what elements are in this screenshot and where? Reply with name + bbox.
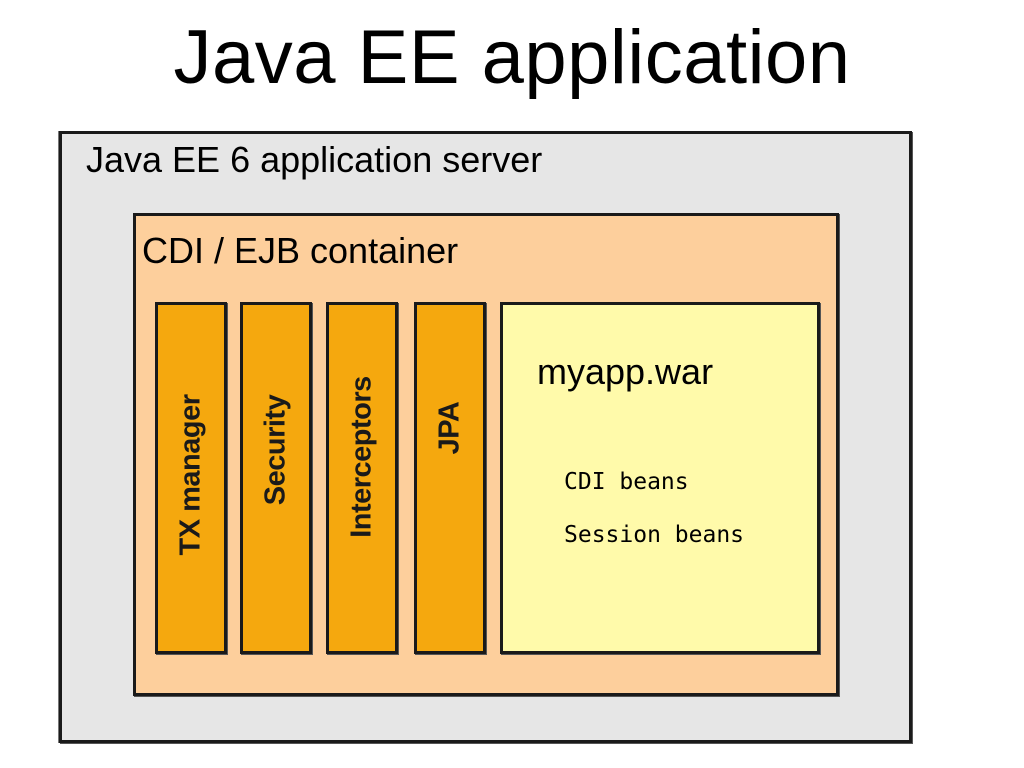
session-beans-item: Session beans [564, 522, 745, 548]
tx-manager-label: TX manager [174, 394, 207, 556]
myapp-war-label: myapp.war [537, 351, 714, 392]
application-server-label: Java EE 6 application server [86, 139, 543, 180]
tx-manager-service: TX manager [155, 302, 227, 654]
jpa-label: JPA [433, 401, 466, 455]
security-label: Security [259, 394, 292, 506]
myapp-war-box [500, 302, 820, 654]
cdi-beans-item: CDI beans [564, 469, 689, 495]
interceptors-label: Interceptors [345, 376, 378, 538]
cdi-ejb-container-label: CDI / EJB container [142, 230, 459, 271]
page-title: Java EE application [173, 15, 851, 100]
interceptors-service: Interceptors [326, 302, 398, 654]
jpa-service: JPA [414, 302, 486, 654]
security-service: Security [240, 302, 312, 654]
